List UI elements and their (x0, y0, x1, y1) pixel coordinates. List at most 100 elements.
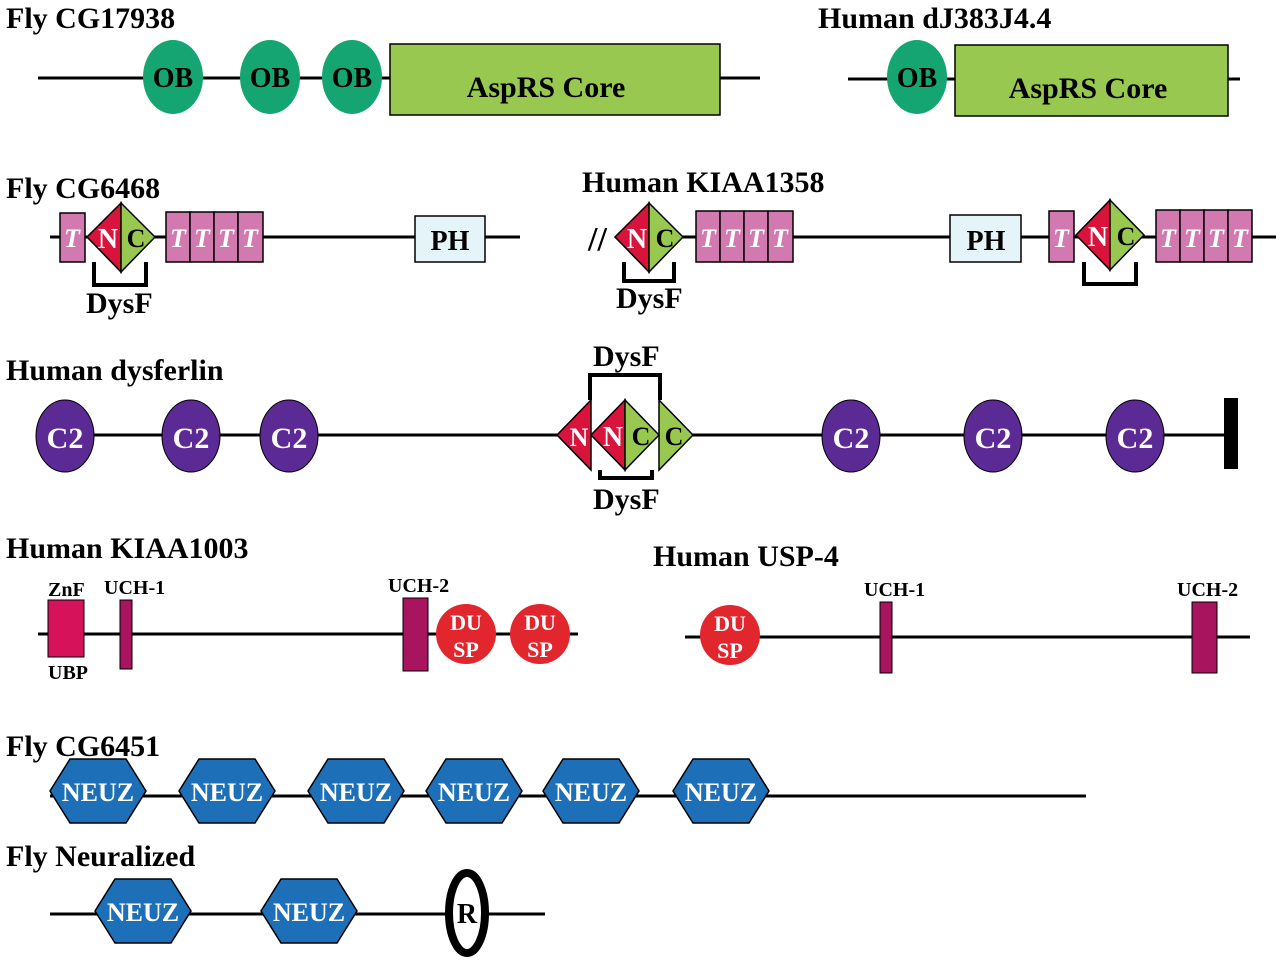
c2-domain: C2 (1105, 399, 1165, 473)
svg-text:C2: C2 (1117, 422, 1154, 455)
ubp-label: UBP (48, 662, 88, 684)
uch2-domain (402, 597, 429, 672)
svg-text:T: T (1232, 224, 1249, 253)
svg-text:OB: OB (332, 63, 372, 94)
svg-text:C2: C2 (173, 422, 210, 455)
uch1-domain (879, 601, 893, 674)
ob-domain: OB (240, 40, 300, 114)
svg-text:N: N (570, 423, 589, 452)
svg-text:C: C (127, 224, 146, 253)
c2-domain: C2 (963, 399, 1023, 473)
title-fly-cg6468: Fly CG6468 (6, 172, 160, 205)
svg-text:R: R (457, 899, 478, 930)
svg-text:C2: C2 (47, 422, 84, 455)
svg-text:AspRS Core: AspRS Core (1009, 72, 1168, 105)
svg-text:C: C (656, 224, 675, 253)
dysf-label-inner: DysF (593, 483, 660, 516)
svg-text:C2: C2 (271, 422, 308, 455)
title-fly-neuralized: Fly Neuralized (6, 840, 195, 873)
svg-text:T: T (700, 224, 717, 253)
dysf-bracket (92, 262, 148, 287)
c2-domain: C2 (821, 399, 881, 473)
title-fly-cg17938: Fly CG17938 (6, 2, 175, 35)
svg-text:OB: OB (153, 63, 193, 94)
ob-domain: OB (887, 40, 947, 114)
svg-text:T: T (1184, 224, 1201, 253)
svg-text:DU: DU (450, 610, 482, 635)
svg-text:OB: OB (250, 63, 290, 94)
svg-text:T: T (748, 224, 765, 253)
dysf-nested-domain: N N C C (555, 398, 695, 472)
asprs-core-domain: AspRS Core (389, 43, 721, 116)
neuz-domain: NEUZ (672, 758, 770, 824)
svg-text:N: N (1088, 222, 1108, 253)
svg-text:T: T (772, 224, 789, 253)
title-human-dj383j4: Human dJ383J4.4 (818, 2, 1051, 35)
svg-text:T: T (218, 224, 235, 253)
neuz-domain: NEUZ (307, 758, 405, 824)
svg-text:SP: SP (453, 637, 479, 662)
t-repeat: T (1048, 210, 1075, 263)
svg-text:C: C (1117, 222, 1136, 251)
dysf-bracket-inner (598, 470, 654, 480)
neuz-row-2: NEUZ NEUZ (94, 878, 358, 944)
c2-domain: C2 (259, 399, 319, 473)
title-fly-cg6451: Fly CG6451 (6, 730, 160, 763)
dysf-label: DysF (616, 282, 683, 315)
uch2-domain (1191, 601, 1218, 674)
neuz-domain: NEUZ (260, 878, 358, 944)
svg-text:NEUZ: NEUZ (555, 778, 627, 807)
svg-text:T: T (64, 224, 81, 253)
svg-text:PH: PH (431, 226, 470, 257)
neuz-domain: NEUZ (542, 758, 640, 824)
title-human-kiaa1003: Human KIAA1003 (6, 532, 249, 565)
uch1-label: UCH-1 (104, 577, 165, 599)
svg-text:NEUZ: NEUZ (685, 778, 757, 807)
svg-text:T: T (1208, 224, 1225, 253)
svg-text:SP: SP (717, 638, 743, 663)
znf-ubp-domain (47, 599, 85, 658)
dysf-bracket (622, 262, 676, 283)
svg-text:NEUZ: NEUZ (107, 898, 179, 927)
t-repeat-group: T T T T (1155, 209, 1253, 263)
znf-label: ZnF (48, 579, 85, 601)
dysf-diamond: N C (1074, 198, 1146, 272)
dusp-domain: DU SP (510, 604, 570, 664)
svg-text:NEUZ: NEUZ (273, 898, 345, 927)
transmembrane-segment (1224, 398, 1238, 469)
uch1-domain (119, 599, 133, 670)
neuz-domain: NEUZ (94, 878, 192, 944)
svg-text:NEUZ: NEUZ (320, 778, 392, 807)
t-repeat-group: T T T T (165, 211, 264, 263)
asprs-core-domain: AspRS Core (954, 44, 1229, 117)
neuz-domain: NEUZ (178, 758, 276, 824)
svg-text:DU: DU (524, 610, 556, 635)
svg-text:C2: C2 (833, 422, 870, 455)
svg-text:C2: C2 (975, 422, 1012, 455)
svg-text:OB: OB (897, 63, 937, 94)
svg-text:N: N (627, 224, 647, 255)
svg-text:T: T (1160, 224, 1177, 253)
dysf-bracket (1082, 262, 1138, 286)
ob-domain: OB (322, 40, 382, 114)
ob-domain: OB (143, 40, 203, 114)
t-repeat: T (59, 212, 86, 263)
svg-text:N: N (98, 224, 118, 255)
break-mark: // (587, 221, 607, 258)
title-human-kiaa1358: Human KIAA1358 (582, 166, 825, 199)
svg-text:C: C (632, 422, 651, 451)
c2-domain: C2 (161, 399, 221, 473)
neuz-domain: NEUZ (425, 758, 523, 824)
svg-text:SP: SP (527, 637, 553, 662)
svg-text:T: T (1053, 224, 1070, 253)
ring-domain: R (445, 869, 489, 957)
title-human-usp4: Human USP-4 (653, 540, 839, 573)
ph-domain: PH (414, 215, 486, 263)
dysf-label-outer: DysF (593, 340, 660, 373)
svg-text:T: T (194, 224, 211, 253)
uch2-label: UCH-2 (388, 575, 449, 597)
uch1-label: UCH-1 (864, 579, 925, 601)
svg-text:PH: PH (967, 226, 1006, 257)
